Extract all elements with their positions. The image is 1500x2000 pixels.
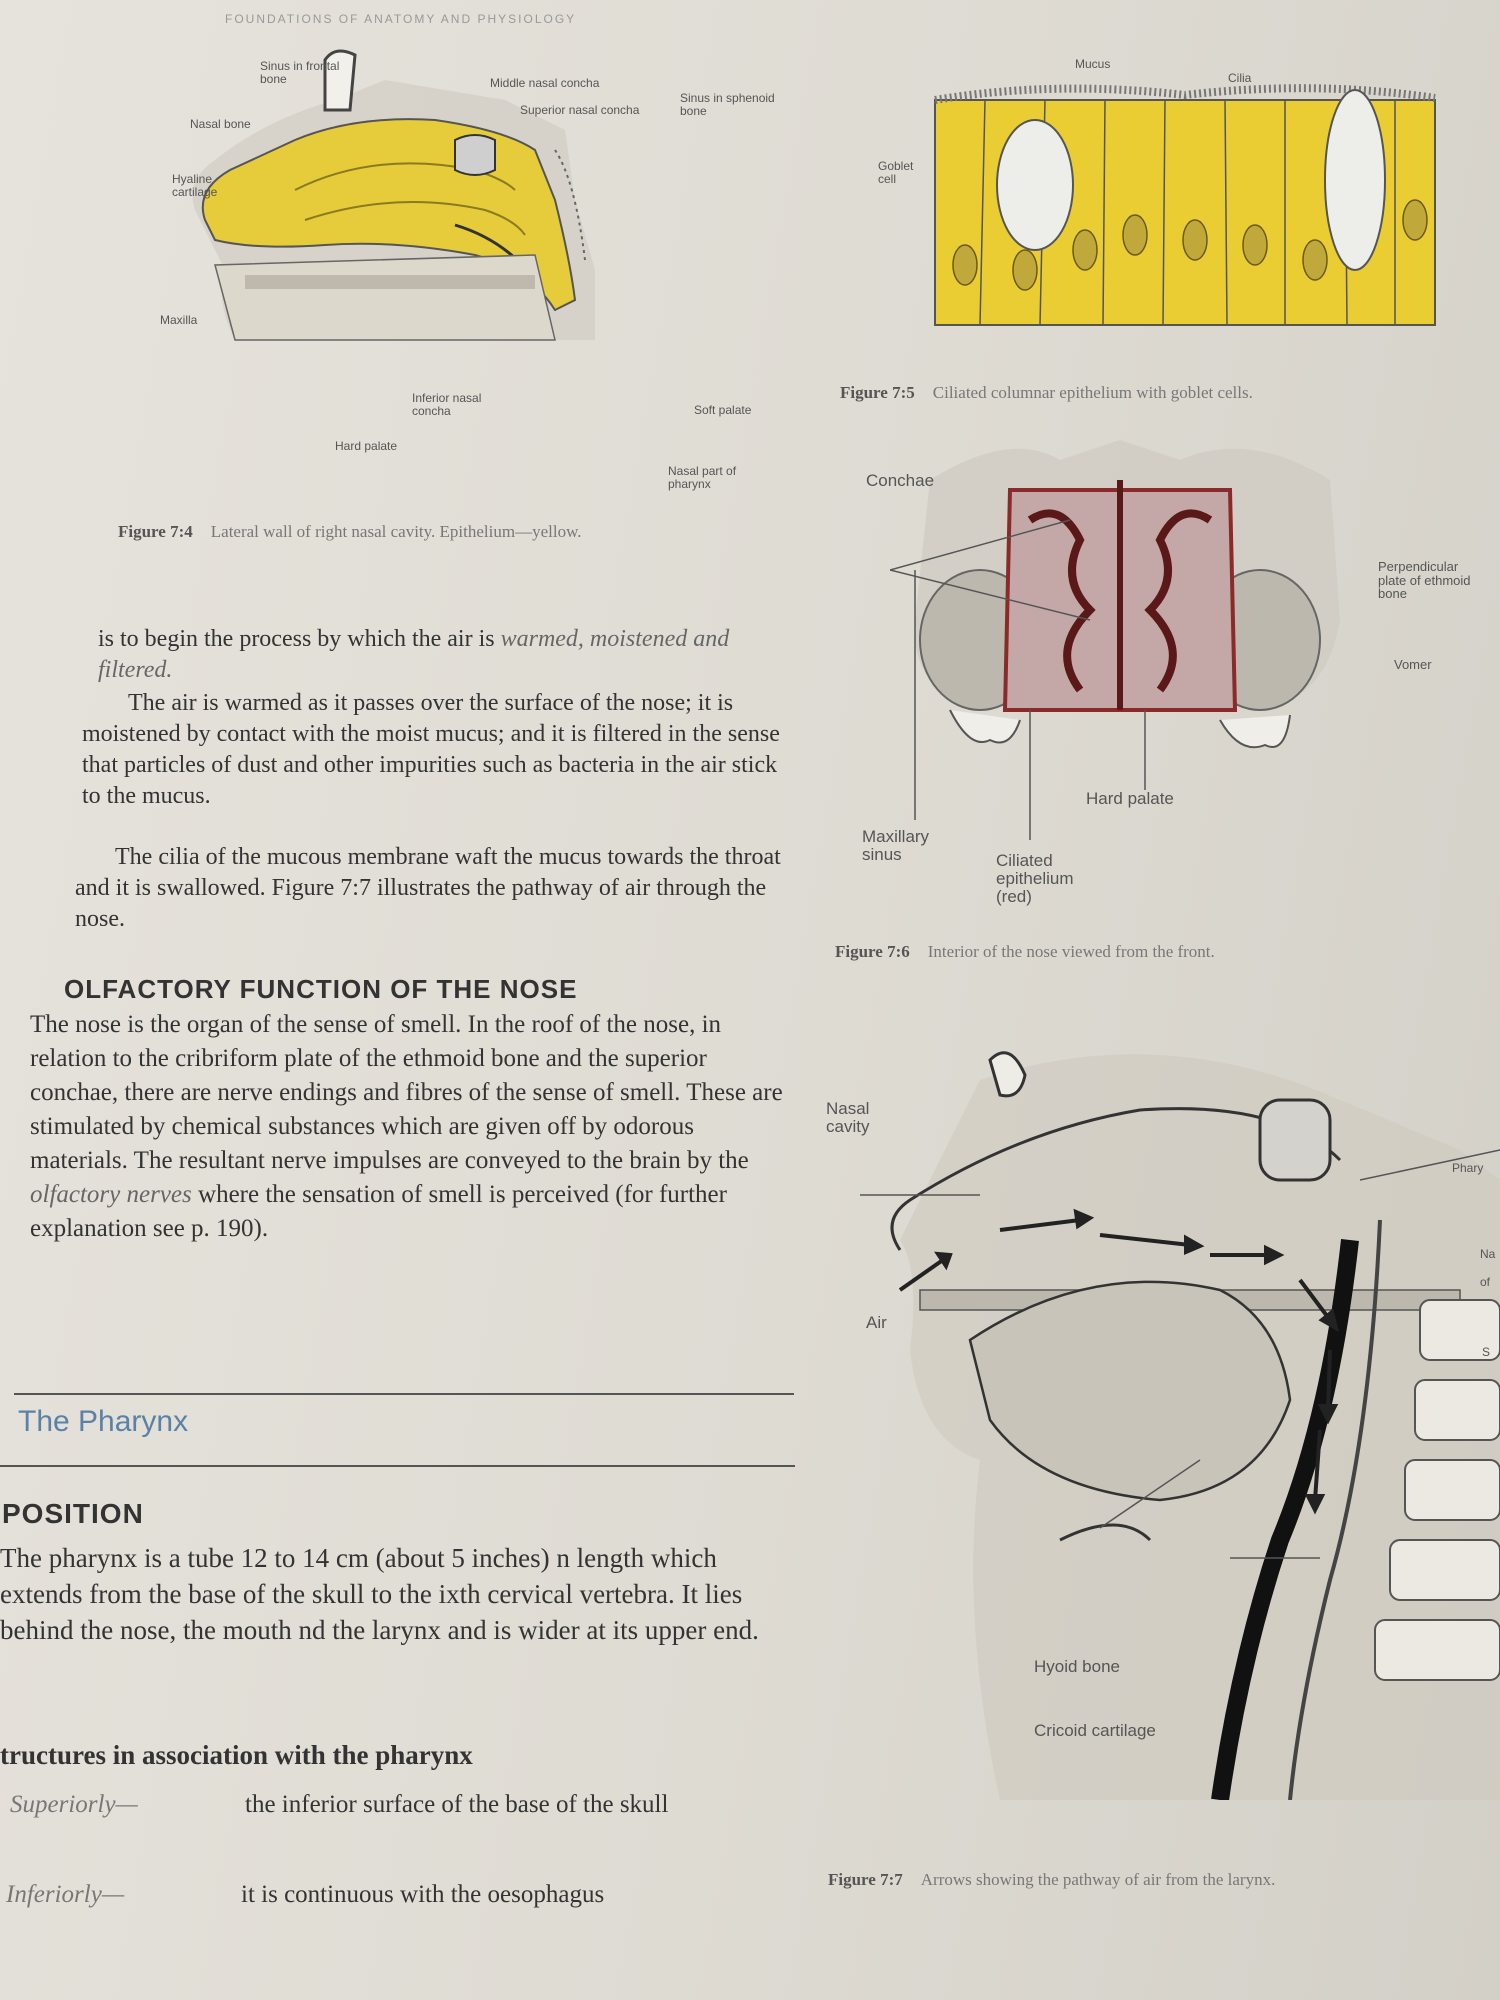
section-rule-top [14,1393,794,1395]
figure-7-6-caption: Figure 7:6 Interior of the nose viewed fr… [835,942,1215,962]
label-perpendicular-plate: Perpendicular plate of ethmoid bone [1378,559,1471,602]
term-inferiorly: Inferiorly— [6,1881,125,1908]
label-soft-palate: Soft palate [694,403,752,417]
label-cilia: Cilia [1228,71,1252,85]
position-paragraph: The pharynx is a tube 12 to 14 cm (about… [0,1543,759,1645]
desc-superiorly: the inferior surface of the base of the … [245,1791,669,1818]
label-s-cut: S [1482,1345,1491,1359]
term-superiorly: Superiorly— [10,1791,138,1818]
figure-7-4-caption-text: Lateral wall of right nasal cavity. Epit… [210,522,582,541]
desc-inferiorly: it is continuous with the oesophagus [241,1881,605,1908]
structure-row-superiorly: Superiorly— the inferior surface of the … [10,1788,800,1858]
label-pharynx-cut: Phary [1452,1161,1484,1175]
figure-7-7-caption: Figure 7:7 Arrows showing the pathway of … [828,1868,1468,1892]
label-goblet-cell: Goblet cell [878,159,914,186]
label-maxilla: Maxilla [160,313,198,327]
label-hard-palate-fig6: Hard palate [1086,789,1174,808]
label-conchae: Conchae [866,471,935,490]
figure-7-6-illustration [890,440,1340,840]
label-ciliated-epithelium: Ciliated epithelium (red) [996,851,1074,906]
label-hyaline-cartilage: Hyaline cartilage [172,172,218,199]
section-rule-bottom [0,1465,795,1467]
structure-row-inferiorly: Inferiorly— it is continuous with the oe… [6,1878,796,1918]
position-heading: POSITION [2,1498,144,1529]
figure-7-7-number: Figure 7:7 [828,1870,903,1889]
figure-7-7-illustration [860,1051,1500,1800]
label-hyoid-bone: Hyoid bone [1034,1657,1121,1676]
structures-heading: tructures in association with the pharyn… [0,1740,473,1770]
figure-7-5-number: Figure 7:5 [840,383,915,402]
label-maxillary-sinus: Maxillary sinus [862,827,930,864]
body-paragraph-1: is to begin the process by which the air… [98,626,730,683]
label-superior-concha: Superior nasal concha [520,103,640,117]
running-head: FOUNDATIONS OF ANATOMY AND PHYSIOLOGY [225,12,577,26]
label-of-cut: of [1480,1275,1491,1289]
figure-7-6-caption-text: Interior of the nose viewed from the fro… [927,942,1215,961]
label-air: Air [866,1313,887,1332]
emphasis-warmed-moistened-filtered: warmed, moistened and filtered. [98,626,730,683]
label-hard-palate: Hard palate [335,439,398,453]
figure-7-4-number: Figure 7:4 [118,522,193,541]
figure-7-5-illustration [934,84,1436,326]
body-paragraph-2: The air is warmed as it passes over the … [82,690,780,809]
label-inferior-concha: Inferior nasal concha [412,391,482,418]
label-middle-concha: Middle nasal concha [490,76,600,90]
figure-7-5-caption: Figure 7:5 Ciliated columnar epithelium w… [840,383,1253,403]
label-sinus-frontal: Sinus in frontal bone [260,59,340,86]
figure-7-4-caption: Figure 7:4 Lateral wall of right nasal ca… [118,522,582,542]
section-title-pharynx: The Pharynx [18,1405,189,1438]
label-cricoid-cartilage: Cricoid cartilage [1034,1721,1156,1740]
olfactory-paragraph: The nose is the organ of the sense of sm… [30,1011,783,1242]
body-paragraph-3: The cilia of the mucous membrane waft th… [75,844,781,932]
goblet-cell-shape [996,119,1074,251]
label-nasal-cavity: Nasal cavity [826,1099,870,1136]
figure-7-7-caption-text: Arrows showing the pathway of air from t… [920,1870,1276,1889]
label-vomer: Vomer [1394,657,1432,672]
label-nasal-bone: Nasal bone [190,117,251,131]
figure-7-6-number: Figure 7:6 [835,942,910,961]
olfactory-heading: OLFACTORY FUNCTION OF THE NOSE [64,974,578,1004]
label-nasal-part-pharynx: Nasal part of pharynx [668,464,737,491]
label-mucus: Mucus [1075,57,1111,71]
figure-7-4-illustration [192,49,595,341]
label-na-cut: Na [1480,1247,1496,1261]
figure-7-5-caption-text: Ciliated columnar epithelium with goblet… [932,383,1253,402]
emphasis-olfactory-nerves: olfactory nerves [30,1181,192,1208]
label-sinus-sphenoid: Sinus in sphenoid bone [680,91,775,118]
